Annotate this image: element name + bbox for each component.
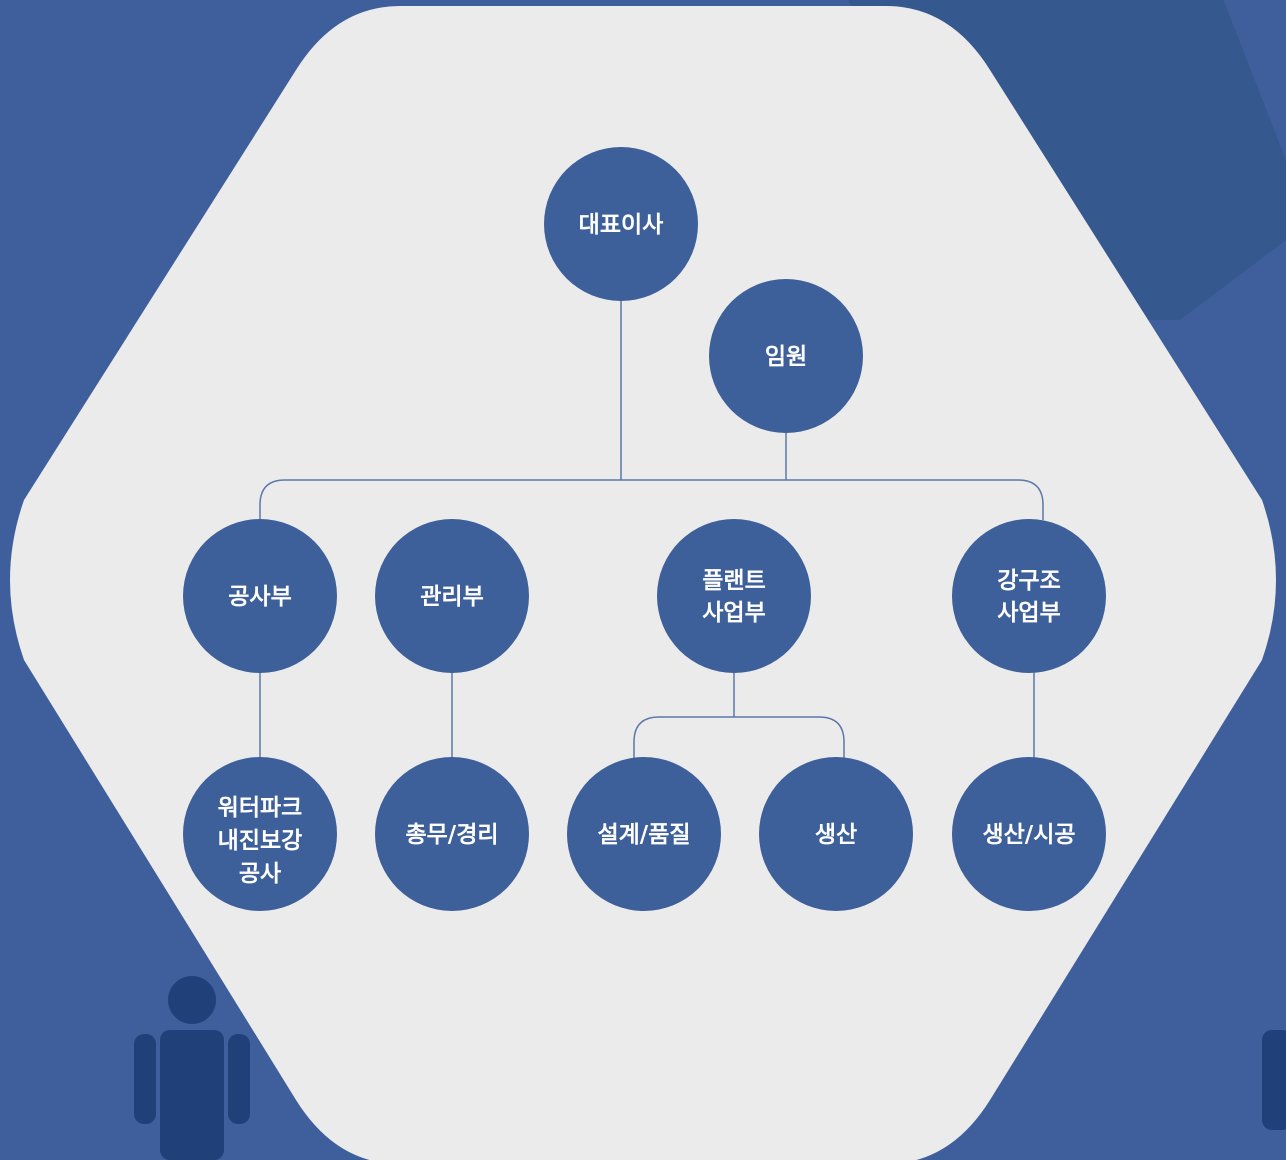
person-figure-right [1262, 1030, 1286, 1130]
node-label: 공사부 [228, 584, 291, 610]
person-figure-left [134, 976, 250, 1160]
node-department-plant: 플랜트 사업부 [657, 519, 811, 673]
connector-department-bus [259, 479, 1044, 520]
node-circle [657, 519, 811, 673]
connector-lines [259, 300, 1044, 758]
node-circle [759, 757, 913, 911]
node-label: 총무/경리 [405, 822, 498, 848]
node-circle [567, 757, 721, 911]
node-ceo: 대표이사 [544, 147, 698, 301]
node-label: 임원 [765, 344, 807, 370]
node-label: 대표이사 [579, 212, 664, 238]
node-label: 공사 [239, 861, 281, 887]
node-circle [183, 519, 337, 673]
node-circle [952, 757, 1106, 911]
node-label: 사업부 [702, 600, 765, 626]
node-label: 워터파크 [218, 795, 303, 821]
node-circle [709, 279, 863, 433]
node-team-general-affairs: 총무/경리 [375, 757, 529, 911]
node-circle [375, 519, 529, 673]
node-department-management: 관리부 [375, 519, 529, 673]
node-circle [544, 147, 698, 301]
node-team-production-plant: 생산 [759, 757, 913, 911]
node-team-production-construction: 생산/시공 [952, 757, 1106, 911]
node-label: 설계/품질 [597, 822, 690, 848]
node-label: 플랜트 [702, 568, 765, 594]
node-label: 강구조 [997, 568, 1060, 594]
node-label: 관리부 [420, 584, 483, 610]
node-label: 생산/시공 [982, 822, 1075, 848]
node-team-design-quality: 설계/품질 [567, 757, 721, 911]
node-label: 사업부 [997, 600, 1060, 626]
node-department-construction: 공사부 [183, 519, 337, 673]
connector-plant-team-bus [633, 716, 845, 758]
node-circle [952, 519, 1106, 673]
node-label: 생산 [815, 822, 857, 848]
node-circle [183, 757, 337, 911]
node-department-steel-structure: 강구조 사업부 [952, 519, 1106, 673]
node-executives: 임원 [709, 279, 863, 433]
node-team-waterpark: 워터파크 내진보강 공사 [183, 757, 337, 911]
node-label: 내진보강 [218, 828, 303, 854]
node-circle [375, 757, 529, 911]
